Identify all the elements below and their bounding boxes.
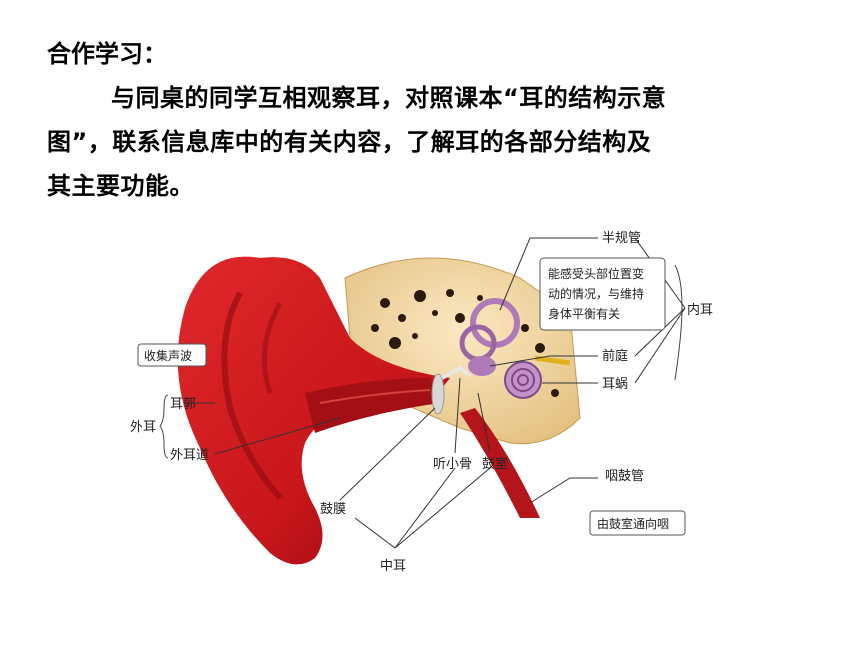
paragraph-line-3: 其主要功能。 (47, 172, 194, 200)
outer-ear-brace (159, 394, 169, 459)
label-ear-canal: 外耳道 (170, 448, 209, 463)
label-vestibule: 前庭 (602, 348, 628, 364)
leader-tympanic (477, 392, 491, 454)
ear-canal-highlight (319, 389, 431, 404)
label-tympanic-cavity: 鼓室 (482, 456, 508, 472)
eardrum-shape (431, 373, 445, 415)
ear-illustration: 收集声波 能感受头部位置变 动的情况，与维持 身体平衡有关 由鼓室通向咽 半规管… (130, 231, 713, 574)
label-middle-ear: 中耳 (380, 559, 406, 574)
instruction-paragraph: 与同桌的同学互相观察耳，对照课本“耳的结构示意 图”，联系信息库中的有关内容，了… (47, 76, 837, 208)
collect-sound-box (137, 343, 207, 367)
leader-vestibule (489, 355, 598, 367)
label-outer-ear: 外耳 (130, 420, 156, 435)
leader-semicircular (499, 237, 598, 311)
tube-function-box (589, 510, 686, 536)
ear-structure-diagram: 收集声波 能感受头部位置变 动的情况，与维持 身体平衡有关 由鼓室通向咽 半规管… (130, 218, 730, 583)
inner-ear-brace (674, 264, 683, 381)
tube-function-note: 由鼓室通向咽 (597, 516, 669, 531)
balance-note-box (539, 257, 666, 331)
label-semicircular-canals: 半规管 (602, 231, 641, 246)
label-ossicles: 听小骨 (433, 457, 472, 472)
balance-note-3: 身体平衡有关 (548, 306, 620, 321)
eustachian-tube-shape (460, 408, 540, 518)
label-eustachian-tube: 咽鼓管 (605, 469, 644, 484)
leader-ossicles (454, 377, 461, 454)
auricle-inner-fold (261, 301, 283, 394)
inner-ear-structures (441, 298, 571, 399)
label-auricle: 耳郭 (170, 396, 196, 412)
label-inner-ear: 内耳 (687, 302, 713, 318)
label-eardrum: 鼓膜 (320, 502, 346, 517)
auricle-fold (221, 291, 283, 500)
leader-eardrum (339, 407, 436, 501)
section-heading: 合作学习： (47, 40, 167, 68)
label-cochlea: 耳蜗 (602, 376, 628, 392)
leader-ear-canal (214, 417, 341, 455)
paragraph-line-1: 与同桌的同学互相观察耳，对照课本“耳的结构示意 (111, 84, 667, 112)
middle-ear-leaders (354, 467, 491, 549)
leader-eustachian (529, 477, 598, 504)
collect-sound-note: 收集声波 (144, 348, 192, 363)
paragraph-line-2: 图”，联系信息库中的有关内容，了解耳的各部分结构及 (47, 128, 652, 156)
balance-note-1: 能感受头部位置变 (548, 266, 644, 281)
balance-note-2: 动的情况，与维持 (548, 286, 644, 301)
